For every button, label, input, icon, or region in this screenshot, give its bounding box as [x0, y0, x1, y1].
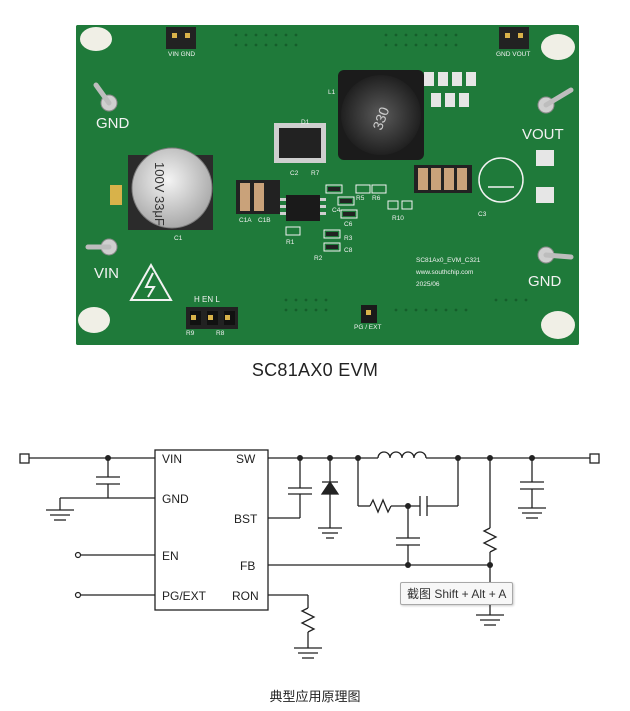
ref-c3: C3 [478, 211, 487, 218]
ref-c4: C4 [332, 207, 341, 214]
hv-warning-sign [129, 262, 173, 301]
ref-l1: L1 [328, 89, 336, 96]
electrolytic-capacitor: 100V 33μF [110, 147, 213, 230]
input-ceramic-caps [236, 180, 280, 214]
via-field-top [234, 33, 458, 47]
header-vin-gnd [166, 27, 196, 49]
en-terminal [74, 551, 82, 559]
pin-sw: SW [236, 452, 256, 466]
ref-c2: C2 [290, 170, 299, 177]
ic-box [154, 449, 269, 611]
c3-footprint [478, 157, 524, 203]
ic-u1 [280, 195, 326, 221]
silk-pg-ext: PG / EXT [354, 324, 382, 331]
via-field-bottom [284, 298, 528, 312]
ref-r8: R8 [216, 330, 225, 337]
pin-pg-ext: PG/EXT [162, 589, 207, 603]
ref-r5: R5 [356, 195, 365, 202]
vout-terminal [589, 453, 600, 464]
schematic-caption: 典型应用原理图 [269, 689, 361, 704]
ref-c1a: C1A [239, 217, 252, 224]
silk-gnd-right: GND [528, 273, 562, 290]
silk-vout-right: VOUT [522, 126, 564, 143]
pin-ron: RON [232, 589, 259, 603]
header-gnd-vout [499, 27, 529, 49]
ref-r10: R10 [392, 215, 404, 222]
junction-dots [105, 455, 535, 568]
passive-parts [326, 187, 355, 249]
pin-en: EN [162, 549, 179, 563]
schematic: VIN GND EN PG/EXT SW BST FB RON [19, 449, 600, 659]
ref-c6: C6 [344, 221, 353, 228]
pg-ext-terminal [74, 591, 82, 599]
pin-vin: VIN [162, 452, 182, 466]
pcb-photo: 100V 33μF 330 [76, 25, 579, 345]
svg-text:330: 330 [369, 105, 392, 133]
ref-r7: R7 [311, 170, 320, 177]
silk-vin-gnd-header: VIN GND [168, 51, 196, 58]
ref-r6: R6 [372, 195, 381, 202]
screenshot-tooltip: 截图 Shift + Alt + A [400, 582, 514, 605]
pin-gnd: GND [162, 492, 189, 506]
en-jumper-header [186, 307, 238, 329]
diode-d1 [274, 123, 326, 163]
pg-ext-header [361, 305, 377, 323]
silk-gnd-left: GND [96, 115, 130, 132]
pin-bst: BST [234, 512, 258, 526]
ref-c8: C8 [344, 247, 353, 254]
silk-website: www.southchip.com [416, 269, 474, 276]
ref-r9: R9 [186, 330, 195, 337]
inductor: 330 [338, 70, 424, 160]
silk-date: 2025/06 [416, 281, 440, 288]
output-ceramic-caps [414, 165, 472, 193]
silk-h-en-l: H EN L [194, 295, 220, 304]
evm-caption: SC81AX0 EVM [251, 360, 379, 380]
ref-c1b: C1B [258, 217, 271, 224]
passive-outlines [285, 184, 413, 252]
ref-r3: R3 [344, 235, 353, 242]
ref-c1: C1 [174, 235, 183, 242]
svg-text:100V 33μF: 100V 33μF [152, 162, 167, 226]
pcb-drawing: 100V 33μF 330 [76, 25, 579, 345]
vin-terminal [19, 453, 30, 464]
standoffs [78, 27, 575, 339]
output-pads [424, 72, 554, 203]
ref-r1: R1 [286, 239, 295, 246]
silk-gnd-vout-header: GND VOUT [496, 51, 531, 58]
ref-d1: D1 [301, 119, 310, 126]
pin-fb: FB [240, 559, 255, 573]
ref-r2: R2 [314, 255, 323, 262]
silk-board-name: SC81Ax0_EVM_C321 [416, 257, 481, 264]
silk-vin-left: VIN [94, 265, 120, 282]
